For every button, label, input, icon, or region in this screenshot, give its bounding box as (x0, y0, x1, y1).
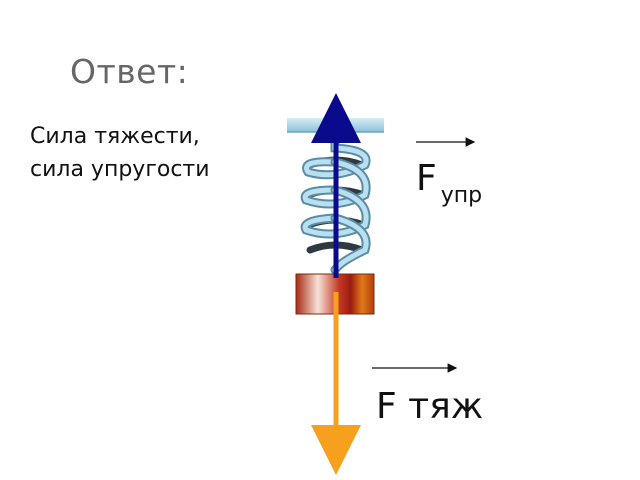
elastic-force-symbol: F (416, 158, 437, 199)
answer-text: Сила тяжести, сила упругости (30, 120, 210, 186)
elastic-force-subscript: упр (440, 183, 483, 208)
answer-line-2: сила упругости (30, 157, 210, 182)
page-title: Ответ: (70, 52, 189, 91)
gravity-force-label: F тяж (376, 386, 484, 427)
answer-line-1: Сила тяжести, (30, 124, 200, 149)
